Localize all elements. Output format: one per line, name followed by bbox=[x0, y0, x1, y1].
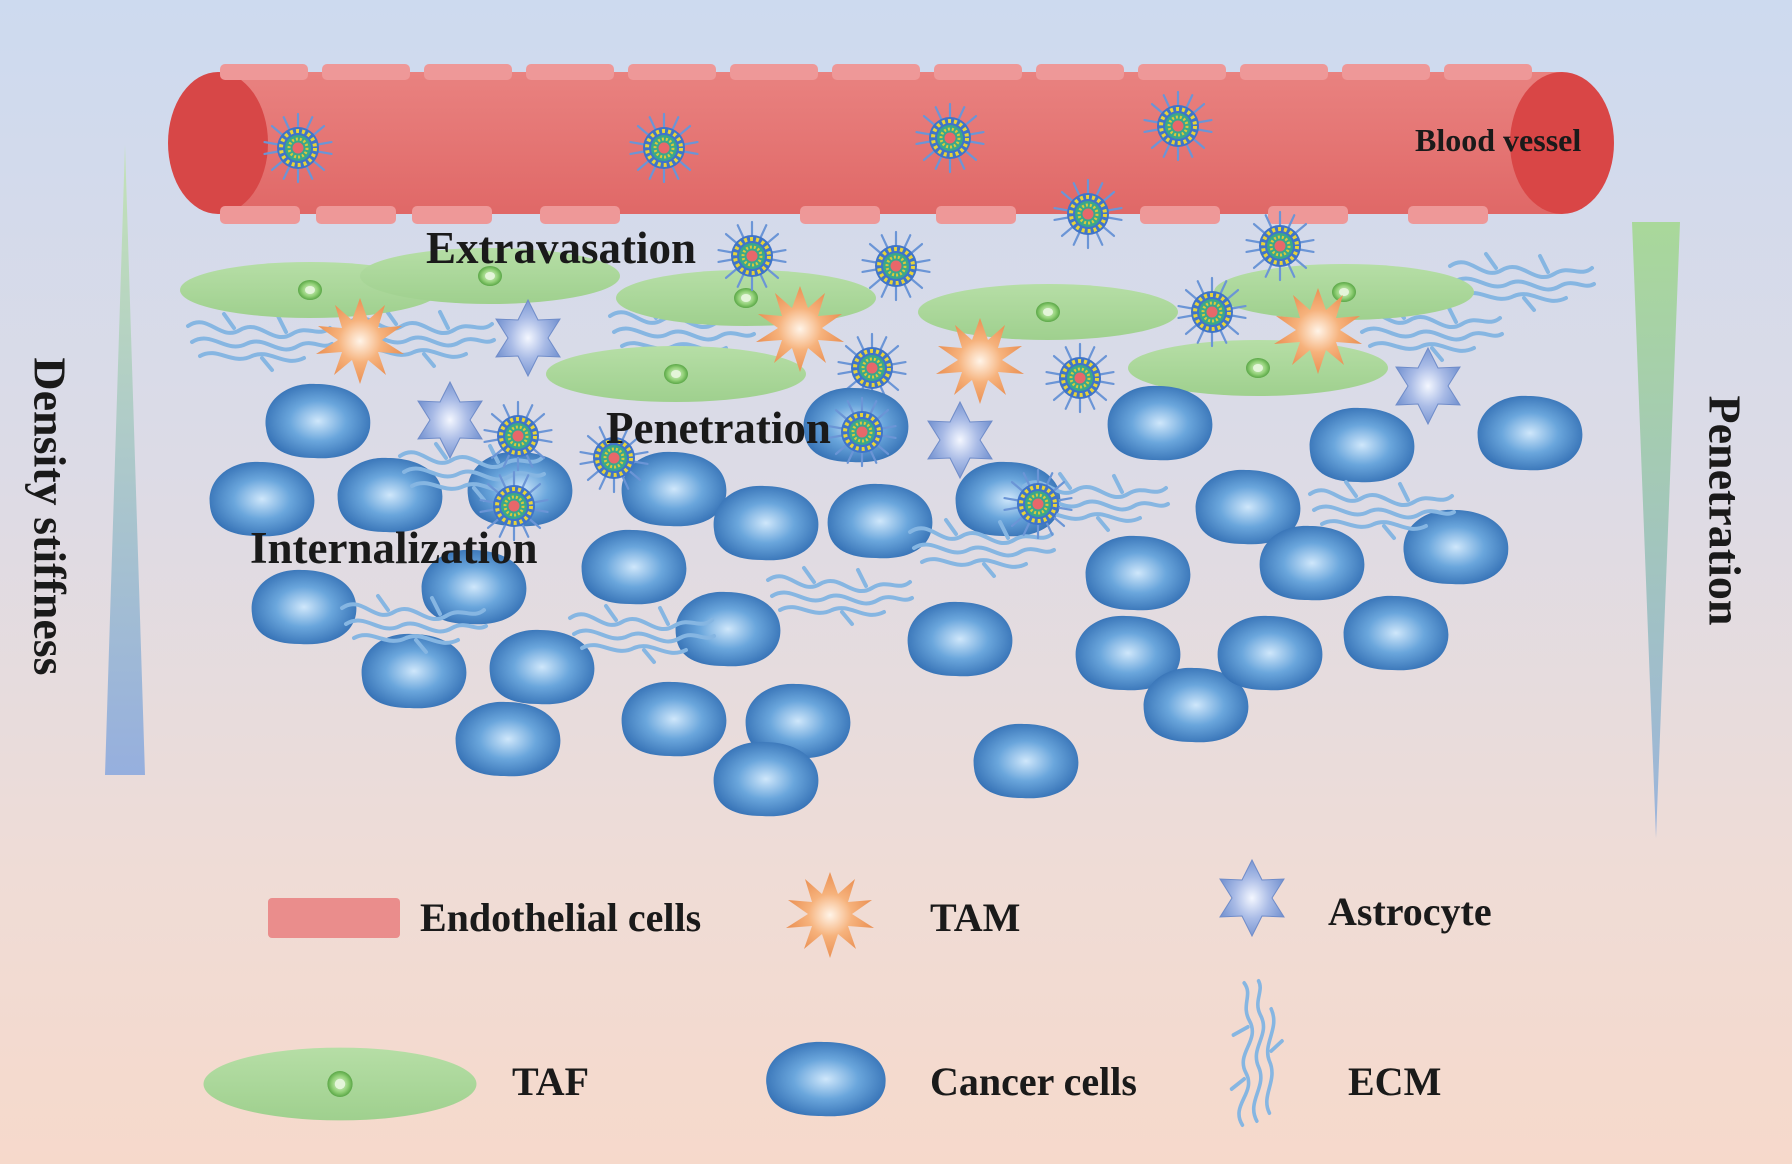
legend-endothelial-label: Endothelial cells bbox=[420, 895, 702, 940]
taf-cell bbox=[918, 284, 1178, 340]
penetration-axis-label: Penetration bbox=[1699, 395, 1751, 626]
density-stiffness-label: Density stiffness bbox=[24, 357, 76, 676]
taf-icon bbox=[203, 1047, 477, 1121]
astrocyte-icon bbox=[1219, 859, 1285, 937]
astrocyte-cell bbox=[417, 381, 483, 459]
taf-cell bbox=[1214, 264, 1474, 320]
taf-cell bbox=[616, 270, 876, 326]
legend-cancer-label: Cancer cells bbox=[930, 1059, 1137, 1104]
ecm-fiber bbox=[766, 566, 914, 626]
cancer-cell-icon bbox=[766, 1041, 886, 1117]
taf-cell bbox=[546, 346, 806, 402]
endothelial-cell-icon bbox=[268, 898, 400, 938]
legend-taf-label: TAF bbox=[512, 1059, 590, 1104]
blood-vessel-label: Blood vessel bbox=[1415, 122, 1582, 158]
ecm-fiber bbox=[186, 312, 334, 372]
legend-ecm-label: ECM bbox=[1348, 1059, 1442, 1104]
nanoparticle-icon bbox=[860, 230, 932, 302]
astrocyte-cell bbox=[1395, 347, 1461, 425]
nanoparticle-icon bbox=[1044, 342, 1116, 414]
legend-tam-label: TAM bbox=[930, 895, 1021, 940]
penetration-gradient bbox=[1632, 222, 1680, 838]
penetration-center-label: Penetration bbox=[606, 403, 831, 453]
ecm-fiber bbox=[1448, 252, 1596, 312]
density-stiffness-gradient bbox=[105, 145, 145, 775]
blood-vessel bbox=[168, 64, 1614, 224]
tam-icon bbox=[786, 872, 874, 958]
internalization-label: Internalization bbox=[250, 523, 538, 573]
ecm-icon bbox=[1229, 979, 1284, 1127]
legend-astrocyte-label: Astrocyte bbox=[1328, 889, 1492, 934]
extravasation-label: Extravasation bbox=[426, 223, 696, 273]
astrocyte-cell bbox=[495, 299, 561, 377]
